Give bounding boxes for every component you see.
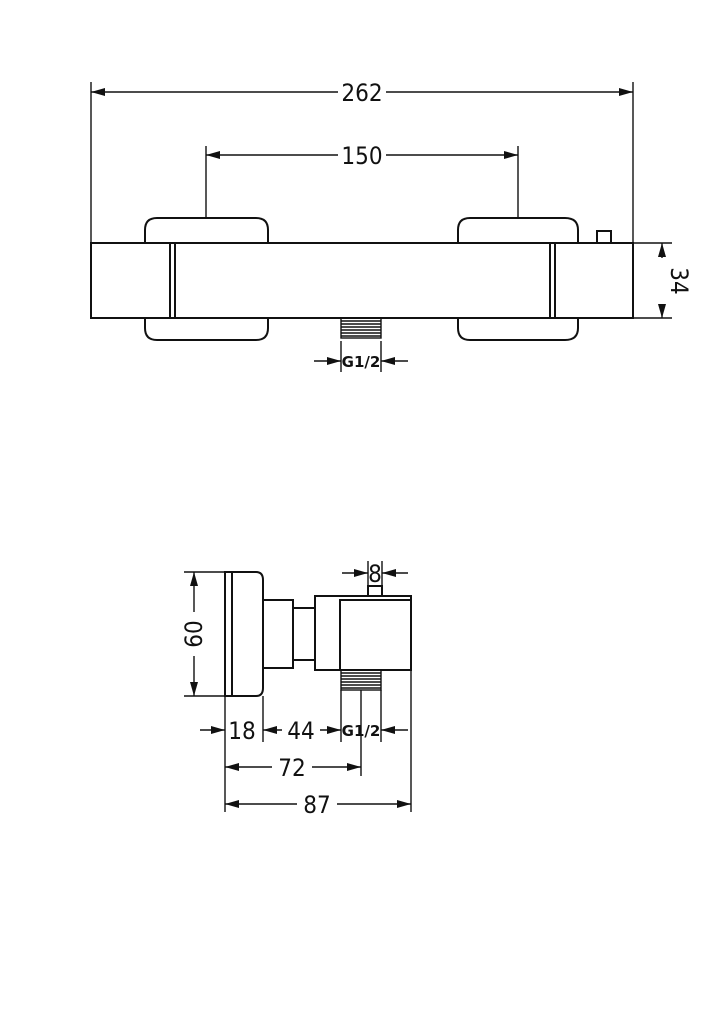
front-thread-label: G1/2 bbox=[342, 353, 381, 371]
side-body-inner bbox=[339, 599, 412, 671]
dim-side-height-label: 60 bbox=[180, 620, 208, 647]
dim-body-height-label: 34 bbox=[665, 267, 693, 294]
dim-mount-spacing: 150 bbox=[205, 141, 519, 218]
valve-body bbox=[90, 242, 634, 319]
safety-button bbox=[596, 230, 612, 244]
dim-pin-width: 8 bbox=[342, 560, 408, 588]
dim-wall-plate-label: 18 bbox=[228, 717, 255, 745]
dim-total-depth-label: 87 bbox=[303, 791, 330, 819]
dim-overall-width: 262 bbox=[90, 78, 634, 243]
dim-chain-row: 18 44 G1/2 bbox=[200, 716, 408, 745]
dim-mount-spacing-label: 150 bbox=[341, 142, 382, 170]
side-connector bbox=[262, 599, 294, 669]
side-outlet-thread bbox=[340, 669, 382, 691]
dim-to-outlet: 72 bbox=[225, 753, 361, 782]
side-top-pin bbox=[367, 585, 383, 597]
side-body-outer bbox=[314, 595, 412, 671]
dim-connector-label: 44 bbox=[287, 717, 314, 745]
side-knob-profile bbox=[224, 571, 264, 697]
side-thread-label: G1/2 bbox=[342, 722, 381, 740]
dim-front-thread: G1/2 bbox=[314, 341, 408, 372]
dim-overall-width-label: 262 bbox=[341, 79, 382, 107]
left-knob-housing bbox=[144, 217, 269, 341]
dim-body-height: 34 bbox=[633, 242, 693, 319]
dim-to-outlet-label: 72 bbox=[278, 754, 305, 782]
dim-side-height: 60 bbox=[180, 571, 225, 697]
dim-pin-width-label: 8 bbox=[368, 560, 382, 588]
outlet-thread bbox=[340, 317, 382, 339]
side-view: 60 8 18 44 G1/2 bbox=[180, 560, 412, 819]
dim-total-depth: 87 bbox=[225, 790, 411, 819]
right-knob-housing bbox=[457, 217, 579, 341]
front-view: 262 150 34 G1/2 bbox=[90, 78, 693, 372]
